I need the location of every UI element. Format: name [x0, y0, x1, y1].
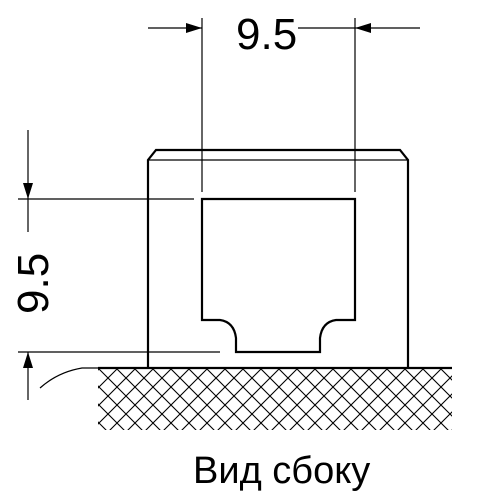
view-caption: Вид сбоку [193, 450, 370, 492]
height-arrow-top [23, 183, 33, 199]
height-dimension-label: 9.5 [9, 253, 58, 314]
width-arrow-left [186, 23, 202, 33]
width-arrow-right [355, 23, 371, 33]
outer-block-outline [146, 148, 410, 368]
width-dimension-label: 9.5 [236, 10, 297, 59]
height-dimension: 9.5 [9, 130, 220, 400]
height-arrow-bottom [23, 352, 33, 368]
width-dimension: 9.5 [148, 10, 420, 192]
ground-leader-curve [39, 367, 98, 389]
inner-slot-profile [200, 197, 357, 354]
ground-hatch [98, 368, 452, 430]
